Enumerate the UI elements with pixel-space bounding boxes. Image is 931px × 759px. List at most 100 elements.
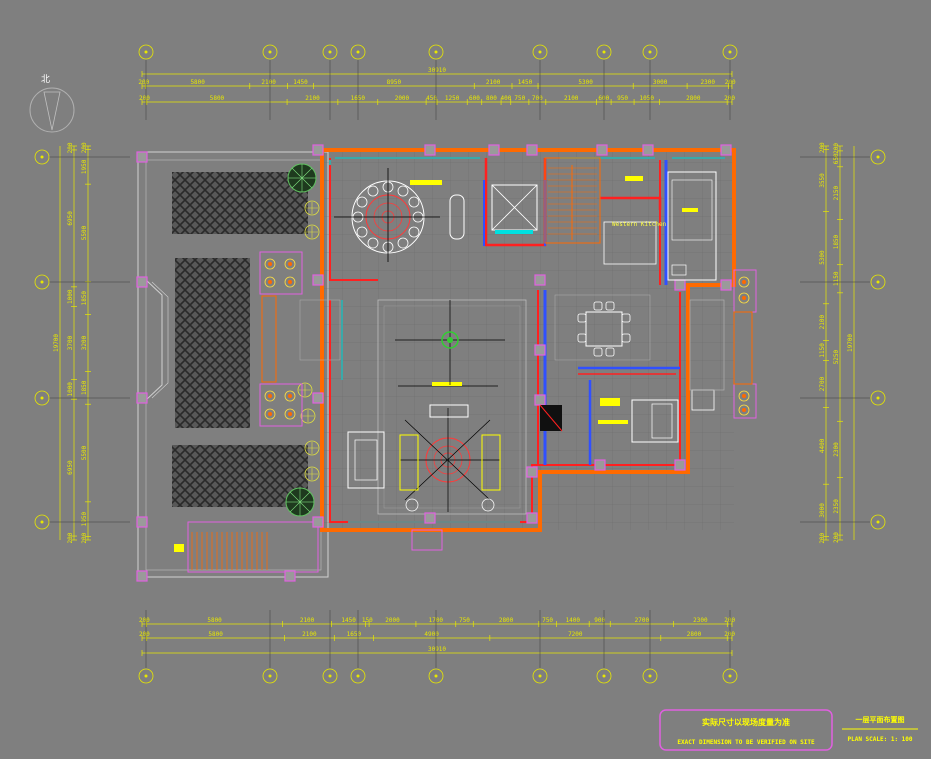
right-dim-2-label: 1150 [833, 271, 840, 286]
bedroom [539, 389, 715, 443]
column [642, 144, 654, 156]
right-dim-1-label: 3550 [819, 173, 826, 188]
bottom-dim-1-label: 2100 [300, 617, 315, 624]
structural-columns [136, 144, 732, 582]
left-dim-1-label: 1850 [81, 380, 88, 395]
bottom-dim-2-label: 4900 [424, 631, 439, 638]
column [534, 394, 546, 406]
bottom-dim-1-label: 2700 [635, 617, 650, 624]
top-dim-1-label: 3000 [653, 79, 668, 86]
bottom-dim-2-label: 200 [139, 631, 150, 638]
right-dim-1-label: 200 [819, 532, 826, 543]
right-dim-2-label: 200 [833, 143, 840, 154]
column [136, 151, 148, 163]
top-dim-3-label: 450 [426, 95, 437, 102]
elevator [491, 184, 538, 234]
right-dim-1-label: 2700 [819, 376, 826, 391]
north-compass: 北 [29, 74, 75, 133]
right-dim-2-label: 2350 [833, 499, 840, 514]
left-dim-2-label: 6950 [67, 460, 74, 475]
top-dim-1-label: 5300 [578, 79, 593, 86]
column [526, 144, 538, 156]
left-dim-1-label: 5500 [81, 445, 88, 460]
dining-chair [397, 237, 409, 249]
shrub [304, 440, 320, 456]
bottom-dim-1-label: 5800 [207, 617, 222, 624]
right-dim-1-label: 5300 [819, 250, 826, 265]
top-dim-total: 30910 [428, 67, 446, 74]
dining-chair [577, 313, 587, 323]
bottom-dim-2-label: 2800 [687, 631, 702, 638]
north-label: 北 [41, 74, 50, 85]
bottom-dim-2-label: 5800 [208, 631, 223, 638]
dining-chair [356, 226, 368, 238]
top-dim-3-label: 2100 [564, 95, 579, 102]
top-dim-3-label: 800 [486, 95, 497, 102]
planter-plant [264, 408, 276, 420]
left-dim-1-label: 200 [81, 532, 88, 543]
top-dim-3-label: 1050 [640, 95, 655, 102]
top-dim-3-label: 600 [469, 95, 480, 102]
column [284, 570, 296, 582]
planter-plant [284, 390, 296, 402]
top-dim-3-label: 2100 [305, 95, 320, 102]
planter-plant [284, 276, 296, 288]
right-dim-2-label: 1850 [833, 234, 840, 249]
left-dim-2-label: 200 [67, 532, 74, 543]
right-dim-total: 19700 [847, 334, 854, 352]
shrub [304, 224, 320, 240]
bottom-dim-1-label: 200 [139, 617, 150, 624]
column [526, 466, 538, 478]
column [594, 459, 606, 471]
column [312, 392, 324, 404]
planter-plant [264, 390, 276, 402]
dining-chair [397, 185, 409, 197]
top-dim-3-label: 2000 [395, 95, 410, 102]
right-dim-1-label: 200 [819, 142, 826, 153]
bottom-dim-total: 30910 [428, 646, 446, 653]
left-dim-2-label: 200 [67, 142, 74, 153]
planter-plant [264, 276, 276, 288]
right-dim-1-label: 2100 [819, 314, 826, 329]
dining-chair [367, 237, 379, 249]
left-dim-2-label: 1000 [67, 382, 74, 397]
top-dim-1-label: 1450 [293, 79, 308, 86]
bottom-dim-1-label: 2300 [693, 617, 708, 624]
left-dim-1-label: 5500 [81, 225, 88, 240]
dining-chair [408, 196, 420, 208]
living-room-furniture [347, 382, 501, 512]
plan-scale: PLAN SCALE: 1: 100 [847, 736, 912, 743]
shrub [300, 408, 316, 424]
dining-chair [408, 226, 420, 238]
column [424, 144, 436, 156]
column [534, 344, 546, 356]
dining-chair [356, 196, 368, 208]
dining-chair [605, 347, 615, 357]
top-dim-3-label: 5800 [210, 95, 225, 102]
planter-plant [738, 292, 750, 304]
column [488, 144, 500, 156]
bottom-dim-1-label: 150 [362, 617, 373, 624]
top-dim-3-label: 200 [139, 95, 150, 102]
bottom-dim-2-label: 7200 [568, 631, 583, 638]
planter-plant [284, 258, 296, 270]
dining-chair [367, 185, 379, 197]
top-dim-3-label: 750 [514, 95, 525, 102]
right-dim-1-label: 1150 [819, 343, 826, 358]
right-dim-2-label: 200 [833, 532, 840, 543]
top-dim-3-label: 400 [500, 95, 511, 102]
left-dim-2-label: 6950 [67, 211, 74, 226]
bottom-dim-1-label: 1450 [341, 617, 356, 624]
column [534, 274, 546, 286]
column [312, 144, 324, 156]
site-note-en: EXACT DIMENSION TO BE VERIFIED ON SITE [677, 739, 815, 746]
top-dim-1-label: 2100 [261, 79, 276, 86]
dining-chair [605, 301, 615, 311]
top-dim-1-label: 5800 [190, 79, 205, 86]
column [720, 279, 732, 291]
plants [264, 163, 750, 517]
bottom-dim-1-label: 2000 [385, 617, 400, 624]
planters [259, 251, 757, 551]
